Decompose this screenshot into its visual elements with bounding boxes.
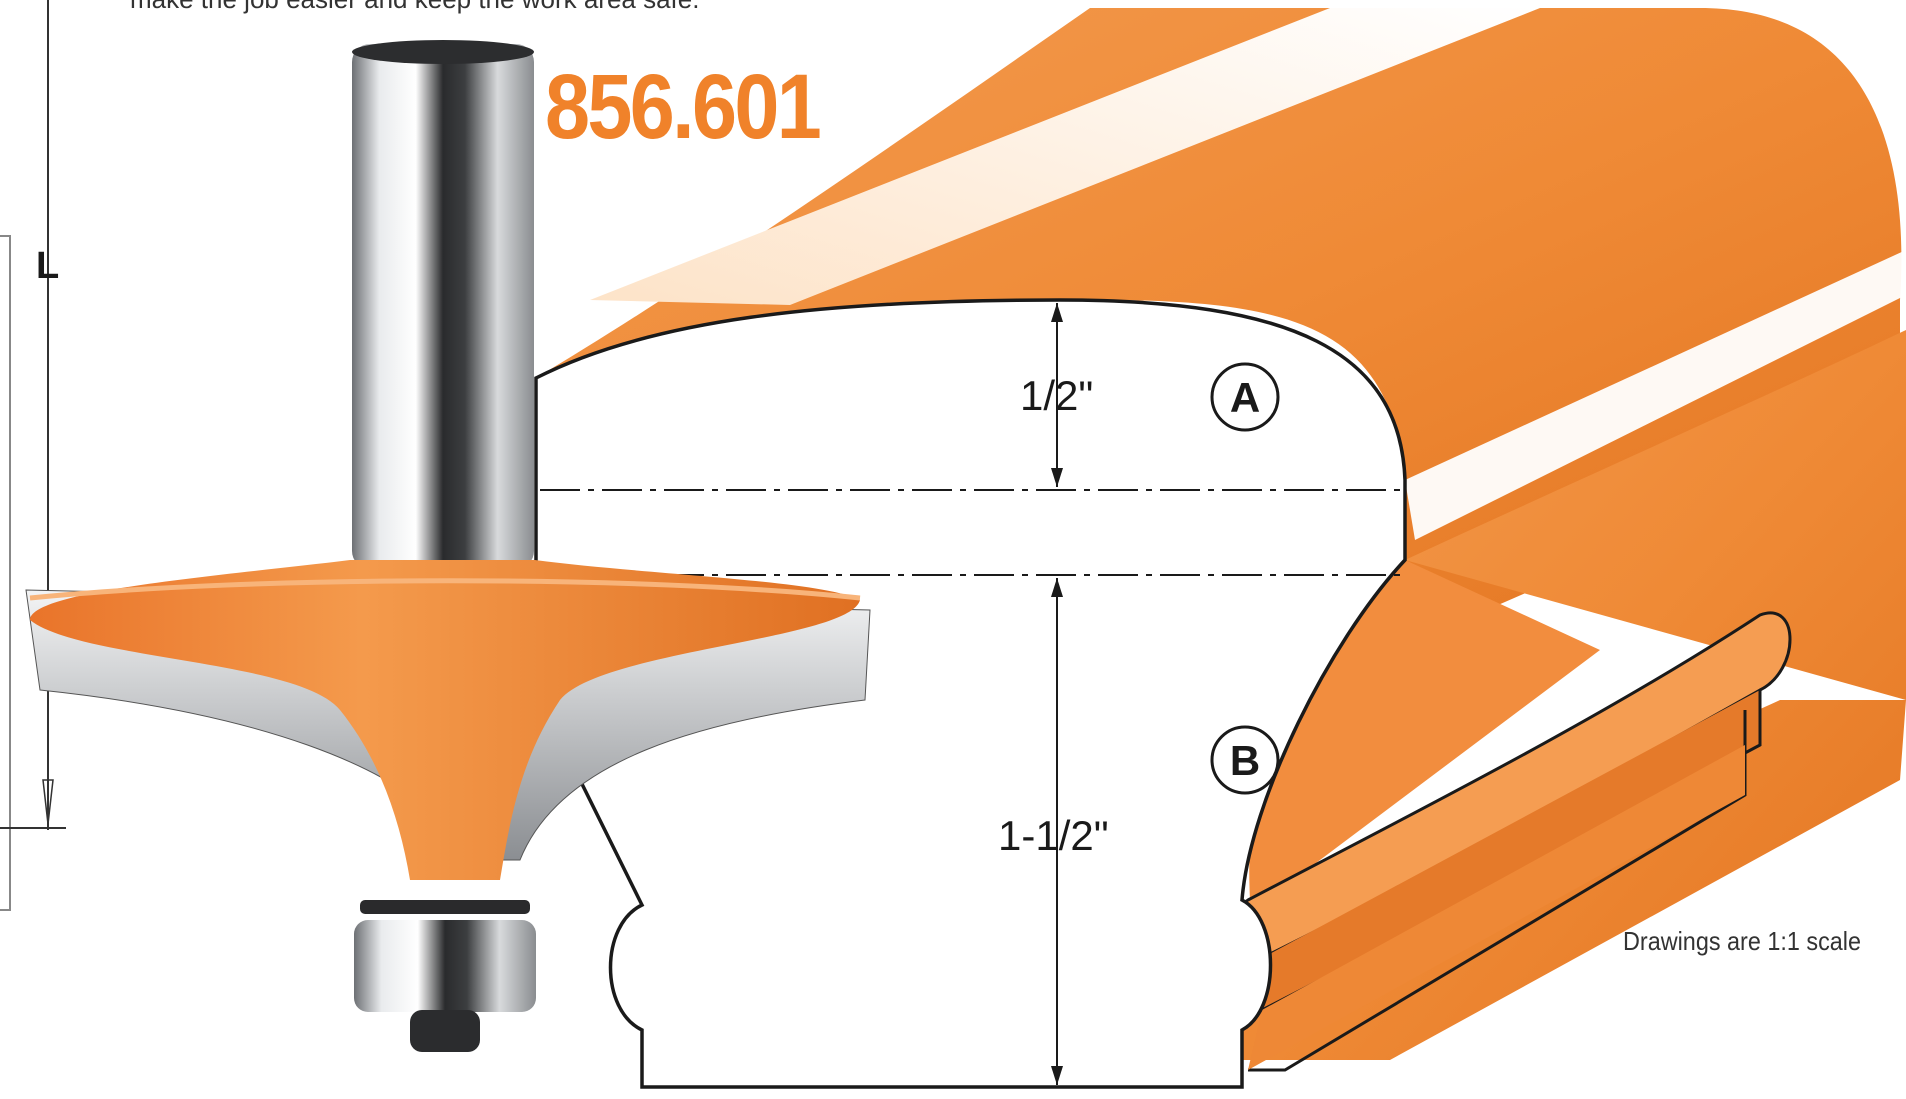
- handrail-profile: [534, 298, 1407, 1089]
- bit-body: [30, 560, 860, 880]
- handrail-top-surface: [536, 8, 1902, 640]
- length-dimension: [0, 0, 66, 911]
- height-dimension-arrows: [1051, 303, 1063, 1085]
- bit-shank: [352, 44, 534, 569]
- height-b-label: 1-1/2": [998, 812, 1109, 859]
- profile-a-marker: A: [1230, 374, 1260, 421]
- height-a-label: 1/2": [1020, 372, 1093, 419]
- router-bit-illustration: [25, 40, 871, 1052]
- bit-bearing-washer: [360, 900, 530, 914]
- handrail-highlight-2: [1405, 250, 1906, 540]
- profile-b-marker: B: [1230, 737, 1260, 784]
- profile-markers: [1210, 362, 1280, 795]
- handrail-illustration: [534, 8, 1906, 1089]
- bit-bearing: [354, 920, 536, 1012]
- bit-nut: [410, 1010, 480, 1052]
- length-label: L: [36, 245, 59, 287]
- scale-note: Drawings are 1:1 scale: [1623, 926, 1862, 956]
- handrail-highlight-1: [590, 8, 1540, 305]
- intro-text: make the job easier and keep the work ar…: [130, 0, 699, 15]
- part-number: 856.601: [545, 56, 822, 158]
